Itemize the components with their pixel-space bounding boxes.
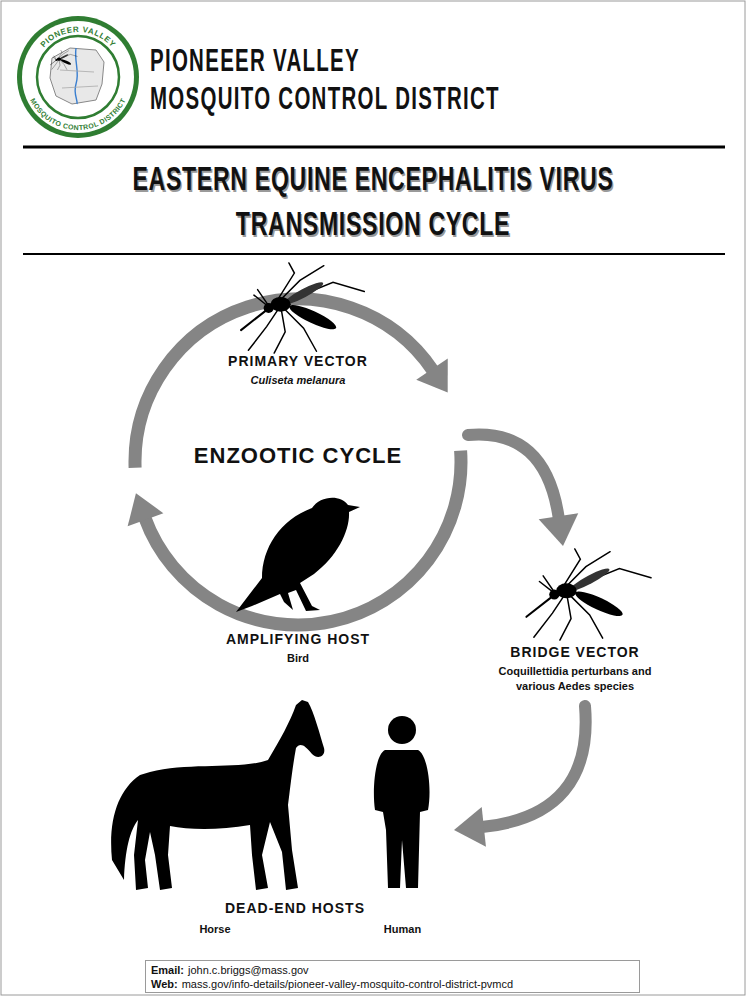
- logo-text: PIONEER VALLEY: [39, 25, 118, 49]
- node-heading: Horse: [100, 921, 330, 937]
- logo-text: MOSQUITO CONTROL DISTRICT: [29, 97, 127, 131]
- human-figure: [374, 716, 430, 888]
- cycle-circle: ENZOOTIC CYCLE PRIMARY VECTOR Culiseta mel…: [128, 290, 468, 670]
- svg-text:PIONEER VALLEY: PIONEER VALLEY: [39, 25, 118, 49]
- mosquito-figure: [241, 263, 364, 353]
- contact-box: Email: john.c.briggs@mass.govWeb: mass.gov…: [145, 960, 640, 993]
- flow-arrow: [135, 299, 448, 468]
- node-heading: AMPLIFYING HOST: [198, 631, 398, 647]
- district-logo: PIONEER VALLEY MOSQUITO CONTROL DISTRICT: [17, 16, 139, 138]
- host-label: AMPLIFYING HOST Bird: [198, 631, 398, 671]
- node-heading: BRIDGE VECTOR: [480, 644, 670, 660]
- rule-line: [23, 253, 725, 255]
- flow-arrow: [468, 434, 578, 546]
- flow-arrow: [128, 451, 461, 625]
- bird-figure: [236, 498, 360, 612]
- contact-line: Web: mass.gov/info-details/pioneer-valley…: [151, 977, 634, 991]
- node-heading: Human: [360, 921, 445, 937]
- host-label: Horse: [100, 700, 330, 942]
- contact-key: Email:: [151, 964, 184, 976]
- vector-label: BRIDGE VECTOR Coquillettidia perturbans a…: [480, 548, 670, 700]
- host-label: Human: [360, 705, 445, 942]
- horse-figure: [111, 700, 324, 890]
- title: EASTERN EQUINE ENCEPHALITIS VIRUS TRANSM…: [67, 156, 679, 246]
- mosquito-figure: [526, 549, 651, 640]
- node-heading: PRIMARY VECTOR: [198, 353, 398, 369]
- node-subtext: Coquillettidia perturbans and various Ae…: [485, 664, 665, 694]
- node-heading: DEAD-END HOSTS: [195, 900, 395, 916]
- contact-line: Email: john.c.briggs@mass.gov: [151, 963, 634, 977]
- header-text: PIONEEER VALLEY: [150, 42, 360, 78]
- host-group: DEAD-END HOSTS Horse Human: [100, 695, 450, 942]
- vector-label: PRIMARY VECTOR Culiseta melanura: [198, 353, 398, 395]
- svg-text:MOSQUITO CONTROL DISTRICT: MOSQUITO CONTROL DISTRICT: [29, 97, 127, 131]
- header-text: MOSQUITO CONTROL DISTRICT: [150, 80, 500, 116]
- node-heading: ENZOOTIC CYCLE: [128, 448, 468, 464]
- contact-value: john.c.briggs@mass.gov: [188, 964, 309, 976]
- rule-line: [23, 146, 725, 149]
- node-subtext: Culiseta melanura: [198, 372, 398, 388]
- flow-arrow: [454, 706, 586, 847]
- contact-key: Web:: [151, 978, 178, 990]
- contact-value: mass.gov/info-details/pioneer-valley-mos…: [182, 978, 513, 990]
- node-subtext: Bird: [198, 650, 398, 666]
